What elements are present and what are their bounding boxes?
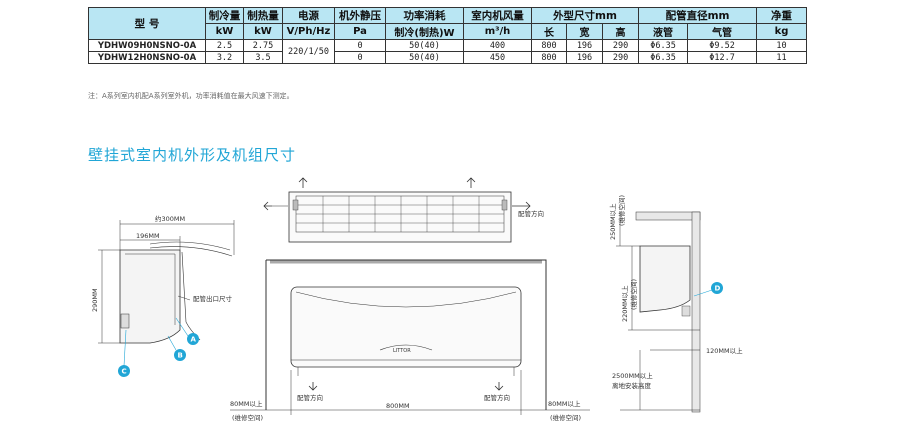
col-heating-unit: kW: [243, 23, 283, 40]
col-pipe: 配管直径mm: [638, 7, 758, 24]
top-view: [263, 177, 531, 243]
callout-a: A: [187, 333, 199, 345]
brand-logo: LITTOR: [393, 348, 411, 354]
col-power-unit: V/Ph/Hz: [282, 23, 335, 40]
callout-c: C: [118, 365, 130, 377]
callout-d: D: [711, 282, 723, 294]
col-airflow: 室内机风量: [463, 7, 532, 24]
table-row: YDHW09H0NSNO-0A 2.5 2.75 220/1/50 0 50(4…: [88, 39, 808, 64]
svg-text:D: D: [715, 285, 721, 293]
dim-left-clear: 80MM以上: [230, 399, 263, 408]
cell-liquid: Φ6.35: [638, 51, 689, 64]
dim-side-height: 290MM: [91, 288, 99, 312]
header-row-1: 型 号 制冷量 制热量 电源 机外静压 功率消耗 室内机风量 外型尺寸mm 配管…: [88, 7, 808, 40]
dim-mid-vert-sub: (维修空间): [629, 279, 638, 310]
col-consumption: 功率消耗: [385, 7, 464, 24]
dim-mid-vert: 220MM以上: [620, 285, 629, 322]
col-power: 电源: [282, 7, 335, 24]
cell-gas: Φ12.7: [687, 51, 758, 64]
dim-right-horiz: 120MM以上: [706, 346, 743, 355]
side-pipe-note: 配管出口尺寸: [193, 294, 233, 303]
front-view: [230, 259, 590, 415]
dim-top-width: 约300MM: [155, 214, 185, 223]
dim-right-clear-sub: (维修空间): [550, 413, 581, 422]
callout-b: B: [174, 349, 186, 361]
side-view: [98, 220, 235, 367]
wall-view: [616, 211, 713, 413]
footnote: 注：A系列室内机配A系列室外机，功率消耗值在最大风速下测定。: [88, 92, 294, 100]
cell-h: 290: [601, 51, 640, 64]
table-row: YDHW12H0NSNO-0A 3.2 3.5 0 50(40) 450 800…: [88, 51, 808, 64]
section-title: 壁挂式室内机外形及机组尺寸: [88, 146, 297, 164]
spec-table: 型 号 制冷量 制热量 电源 机外静压 功率消耗 室内机风量 外型尺寸mm 配管…: [88, 7, 808, 64]
cell-w: 196: [566, 51, 603, 64]
cell-heating: 3.5: [243, 51, 283, 64]
dim-side-depth: 196MM: [136, 232, 160, 240]
col-weight: 净重: [756, 7, 808, 24]
cell-static: 0: [334, 51, 386, 64]
svg-text:B: B: [178, 352, 183, 360]
dim-floor: 2500MM以上: [612, 371, 653, 380]
col-model: 型 号: [88, 7, 206, 40]
dim-left-clear-sub: (维修空间): [232, 413, 263, 422]
cell-weight: 11: [756, 51, 808, 64]
col-consumption-unit: 制冷(制热)W: [385, 23, 464, 40]
front-right-direction: 配管方向: [484, 393, 510, 402]
front-left-direction: 配管方向: [297, 393, 323, 402]
dim-front-width: 800MM: [386, 402, 410, 410]
dim-floor-sub: 离地安装高度: [612, 381, 652, 390]
dim-right-clear: 80MM以上: [548, 399, 581, 408]
svg-text:A: A: [191, 336, 197, 344]
dim-top-vert: 250MM以上: [608, 203, 617, 240]
top-pipe-direction: 配管方向: [518, 209, 544, 218]
cell-power: 220/1/50: [282, 39, 335, 64]
dim-top-vert-sub: (维修空间): [617, 195, 626, 226]
svg-text:C: C: [122, 368, 127, 376]
